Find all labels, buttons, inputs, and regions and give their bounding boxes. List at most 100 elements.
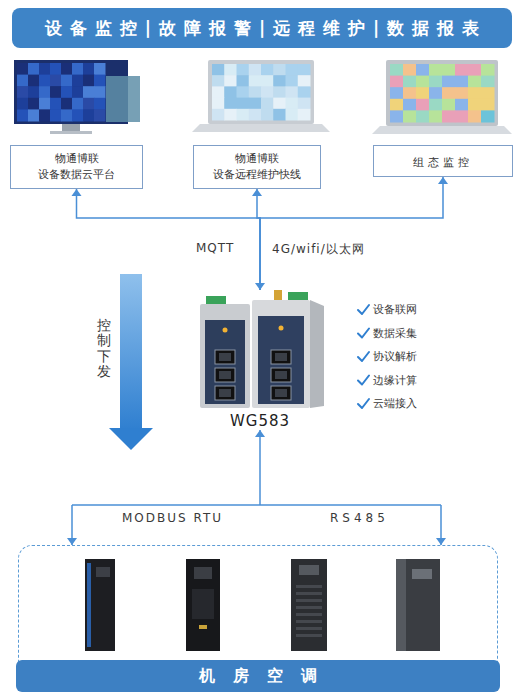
platform-box: 物通博联 设备远程维护快线 — [193, 145, 321, 189]
ac-units — [16, 545, 500, 665]
pixel — [468, 99, 482, 111]
ac-grille — [296, 599, 322, 602]
pixel — [416, 76, 430, 88]
ac-unit — [85, 559, 115, 651]
module-body — [200, 304, 250, 408]
pixel — [455, 76, 469, 88]
pixel — [273, 86, 286, 98]
pixel — [224, 98, 237, 110]
arrow-head — [255, 430, 265, 437]
feature-item: 边缘计算 — [373, 373, 417, 388]
pixel — [237, 64, 250, 76]
antenna-port — [274, 290, 282, 300]
pixel — [83, 75, 95, 87]
pixel — [28, 86, 40, 98]
pixel — [286, 75, 299, 87]
pixel — [468, 87, 482, 99]
pixel — [39, 86, 51, 98]
ac-grille — [296, 606, 322, 609]
port-inner — [219, 353, 231, 361]
pixel — [72, 75, 84, 87]
pixel — [50, 98, 62, 110]
pixel — [273, 75, 286, 87]
pixel — [390, 76, 404, 88]
pixel — [429, 64, 443, 76]
pixel — [416, 99, 430, 111]
pixel — [286, 86, 299, 98]
pixel — [61, 86, 73, 98]
node-text: 物通博联 设备数据云平台 — [31, 151, 123, 183]
pixel — [94, 63, 106, 75]
pixel — [442, 110, 456, 122]
check-mark — [358, 399, 369, 408]
arrow-head — [109, 428, 153, 450]
pixel — [298, 75, 311, 87]
pixel — [72, 63, 84, 75]
control-arrow — [109, 274, 153, 450]
pixel — [416, 64, 430, 76]
pixel — [28, 109, 40, 121]
platform-box: 组态监控 — [373, 145, 513, 177]
ac-panel — [299, 565, 319, 575]
node-text: 设备监控|故障报警|远程维护|数据报表 — [37, 17, 488, 40]
connector-line — [260, 177, 443, 290]
header-band: 设备监控|故障报警|远程维护|数据报表 — [12, 8, 512, 48]
arrow-head — [438, 177, 448, 184]
ac-grille — [296, 620, 322, 623]
pixel — [224, 64, 237, 76]
pixel — [403, 99, 417, 111]
pixel — [468, 76, 482, 88]
pixel — [61, 63, 73, 75]
pixel — [429, 110, 443, 122]
feature-item: 设备联网 — [373, 302, 417, 317]
ac-panel — [96, 567, 110, 577]
pixel — [273, 109, 286, 121]
laptop-base — [192, 124, 330, 132]
pixel — [403, 110, 417, 122]
pixel — [298, 64, 311, 76]
ac-panel — [194, 567, 212, 579]
pixel — [416, 110, 430, 122]
feature-item: 数据采集 — [373, 326, 417, 341]
bus-label: MODBUS RTU — [122, 511, 223, 525]
ethernet-port — [271, 350, 291, 364]
bus-label: RS485 — [330, 511, 389, 525]
node-text: WG583 — [190, 412, 330, 430]
ethernet-port — [215, 386, 235, 400]
ethernet-port — [271, 386, 291, 400]
arrow-head — [252, 189, 262, 196]
pixel — [429, 99, 443, 111]
pixel — [455, 99, 469, 111]
check-mark — [358, 329, 369, 338]
pixel — [61, 98, 73, 110]
pixel — [17, 98, 29, 110]
pixel — [298, 109, 311, 121]
pixel — [39, 75, 51, 87]
side-panel — [106, 76, 140, 122]
pixel — [390, 110, 404, 122]
pixel — [455, 87, 469, 99]
gateway-device: WG583 — [190, 290, 330, 430]
pixel — [39, 98, 51, 110]
pixel — [403, 76, 417, 88]
ac-label — [199, 625, 207, 629]
pixel — [249, 98, 262, 110]
pixel — [50, 63, 62, 75]
pixel — [249, 64, 262, 76]
pixel — [212, 86, 225, 98]
pixel — [39, 109, 51, 121]
control-label: 控制下发 — [97, 318, 111, 380]
pixel — [442, 64, 456, 76]
ethernet-port — [215, 350, 235, 364]
ac-side — [396, 559, 406, 651]
connector-line — [259, 430, 261, 505]
pixel — [455, 64, 469, 76]
gateway-picture — [190, 290, 330, 412]
pixel — [50, 75, 62, 87]
pixel — [50, 86, 62, 98]
pixel — [403, 87, 417, 99]
pixel — [61, 109, 73, 121]
ac-grille — [296, 627, 322, 630]
pixel — [61, 75, 73, 87]
